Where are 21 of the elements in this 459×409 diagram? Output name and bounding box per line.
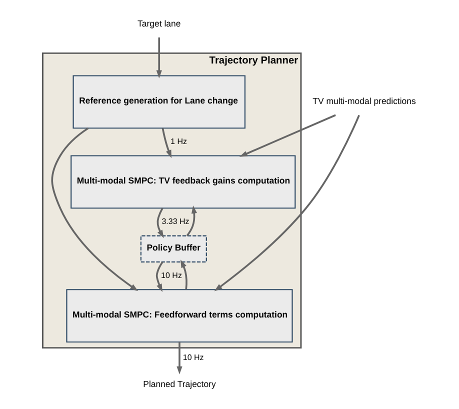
node-text: Planned Trajectory bbox=[143, 379, 216, 390]
node-box: Policy Buffer bbox=[140, 235, 207, 263]
arrow bbox=[162, 128, 172, 158]
node-text: Target lane bbox=[138, 18, 181, 28]
edge-label: 10 Hz bbox=[182, 353, 204, 362]
arrow bbox=[239, 114, 336, 157]
arrow bbox=[176, 342, 182, 374]
node-box: Multi-modal SMPC: Feedforward terms computation bbox=[66, 289, 293, 343]
node-box: Reference generation for Lane change bbox=[72, 75, 246, 129]
edge-label: 3.33 Hz bbox=[162, 216, 190, 226]
edge-label: 10 Hz bbox=[161, 270, 182, 280]
arrow bbox=[180, 260, 188, 290]
arrow bbox=[51, 128, 138, 292]
node-text: TV multi-modal predictions bbox=[312, 96, 416, 106]
arrow bbox=[186, 205, 198, 236]
arrow bbox=[214, 114, 360, 292]
arrow bbox=[156, 37, 162, 78]
arrow bbox=[156, 261, 164, 292]
edge-label: 1 Hz bbox=[170, 136, 188, 146]
arrow bbox=[156, 208, 164, 238]
node-box: Multi-modal SMPC: TV feedback gains computation bbox=[70, 155, 296, 209]
